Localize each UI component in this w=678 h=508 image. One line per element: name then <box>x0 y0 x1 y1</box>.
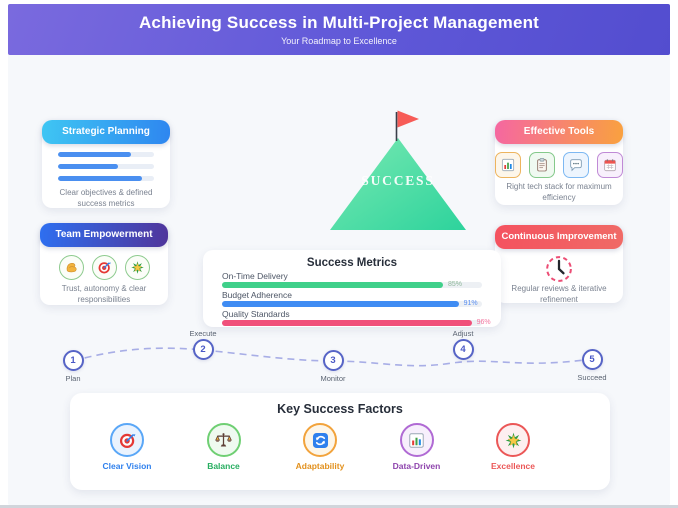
metric-label: Budget Adherence <box>222 290 292 300</box>
team-icons-row <box>40 255 168 280</box>
calendar-icon <box>597 152 623 178</box>
objective-bar-fill <box>58 164 119 169</box>
objective-bars <box>58 152 154 181</box>
flag-icon <box>397 110 419 128</box>
card-caption: Right tech stack for maximum efficiency <box>506 182 612 202</box>
metric-row: On-Time Delivery 85% <box>222 271 482 288</box>
objective-bar-fill <box>58 176 142 181</box>
objective-bar-track <box>58 176 154 181</box>
metric-bar-track: 85% <box>222 281 482 288</box>
roadmap-curve <box>72 347 593 367</box>
roadmap-path <box>72 347 593 367</box>
roadmap-step-label: Monitor <box>320 374 346 383</box>
metric-row: Budget Adherence 91% <box>222 290 482 307</box>
clipboard-icon <box>529 152 555 178</box>
clock-icon <box>544 254 574 284</box>
metric-row: Quality Standards 96% <box>222 309 491 326</box>
roadmap-step-label: Execute <box>189 329 217 338</box>
scales-icon <box>206 423 241 457</box>
step-number: 5 <box>589 354 595 365</box>
objective-bar-track <box>58 164 154 169</box>
metric-bar-track: 91% <box>222 300 482 307</box>
progress-fill <box>222 320 472 326</box>
progress-fill <box>222 282 443 288</box>
card-title-effective-tools: Effective Tools <box>495 120 623 144</box>
card-success-metrics: Success Metrics On-Time Delivery 85% Bud… <box>203 250 501 327</box>
page-subtitle: Your Roadmap to Excellence <box>281 36 397 46</box>
factor-clear-vision: Clear Vision <box>94 423 160 471</box>
metrics-title: Success Metrics <box>306 257 398 269</box>
metric-bar-track: 96% <box>222 319 491 326</box>
factors-row: Clear Vision Balance Adaptability Data-D… <box>70 416 610 471</box>
metric-value: 85% <box>448 281 463 288</box>
roadmap-step-1: 1 <box>62 350 84 371</box>
card-key-success-factors: Key Success Factors Clear Vision Balance… <box>70 393 610 490</box>
roadmap-step-label: Plan <box>65 374 81 383</box>
card-caption: Trust, autonomy & clear responsibilities <box>61 284 147 304</box>
factor-label: Balance <box>207 461 240 471</box>
target-icon <box>110 423 144 457</box>
card-title-strategic-planning: Strategic Planning <box>42 120 170 144</box>
card-team-empowerment: Team Empowerment Trust, autonomy & clear… <box>40 223 168 305</box>
glowing-star-icon <box>496 423 530 457</box>
glowing-star-icon <box>124 255 150 280</box>
objective-bar-track <box>58 152 154 157</box>
roadmap-step-3: 3 <box>322 350 344 371</box>
roadmap-step-5: 5 <box>581 349 603 370</box>
step-number: 1 <box>70 355 76 366</box>
target-icon <box>91 255 117 280</box>
refresh-icon <box>303 423 337 457</box>
card-caption: Regular reviews & iterative refinement <box>511 284 607 304</box>
window-bottom-edge <box>0 505 678 508</box>
speech-balloon-icon <box>563 152 589 178</box>
step-number: 4 <box>460 344 466 355</box>
mountain-shape <box>330 138 466 230</box>
header-banner: Achieving Success in Multi-Project Manag… <box>8 4 670 55</box>
factor-label: Excellence <box>491 461 535 471</box>
tools-icons-row <box>495 152 623 178</box>
metric-value: 96% <box>476 319 491 326</box>
factor-label: Data-Driven <box>392 461 441 471</box>
factor-balance: Balance <box>191 423 257 471</box>
roadmap-step-label: Adjust <box>452 329 474 338</box>
bar-chart-icon <box>495 152 521 178</box>
roadmap-step-4: 4 <box>452 339 474 360</box>
factor-label: Adaptability <box>295 461 345 471</box>
factor-data-driven: Data-Driven <box>384 423 450 471</box>
factor-excellence: Excellence <box>480 423 546 471</box>
card-title-continuous-improvement: Continuous Improvement <box>495 225 623 249</box>
progress-fill <box>222 301 459 307</box>
bar-chart-icon <box>399 423 434 457</box>
step-number: 3 <box>330 355 336 366</box>
metric-label: Quality Standards <box>222 309 290 319</box>
factor-adaptability: Adaptability <box>287 423 353 471</box>
factors-title: Key Success Factors <box>277 402 403 416</box>
roadmap-step-2: 2 <box>192 339 214 360</box>
page-title: Achieving Success in Multi-Project Manag… <box>138 13 540 32</box>
objective-bar-fill <box>58 152 131 157</box>
step-number: 2 <box>200 344 206 355</box>
card-title-team-empowerment: Team Empowerment <box>40 223 168 247</box>
metric-value: 91% <box>463 300 478 307</box>
flexed-biceps-icon <box>58 255 84 280</box>
roadmap-step-label: Succeed <box>577 373 607 382</box>
factor-label: Clear Vision <box>102 461 152 471</box>
card-effective-tools: Effective Tools Right tech stack for max… <box>495 120 623 205</box>
card-strategic-planning: Strategic Planning Clear objectives & de… <box>42 120 170 208</box>
success-mountain: SUCCESS <box>330 110 466 230</box>
card-caption: Clear objectives & defined success metri… <box>59 188 153 208</box>
mountain-label: SUCCESS <box>361 173 434 188</box>
metric-label: On-Time Delivery <box>222 271 288 281</box>
card-continuous-improvement: Continuous Improvement Regular reviews &… <box>495 225 623 304</box>
